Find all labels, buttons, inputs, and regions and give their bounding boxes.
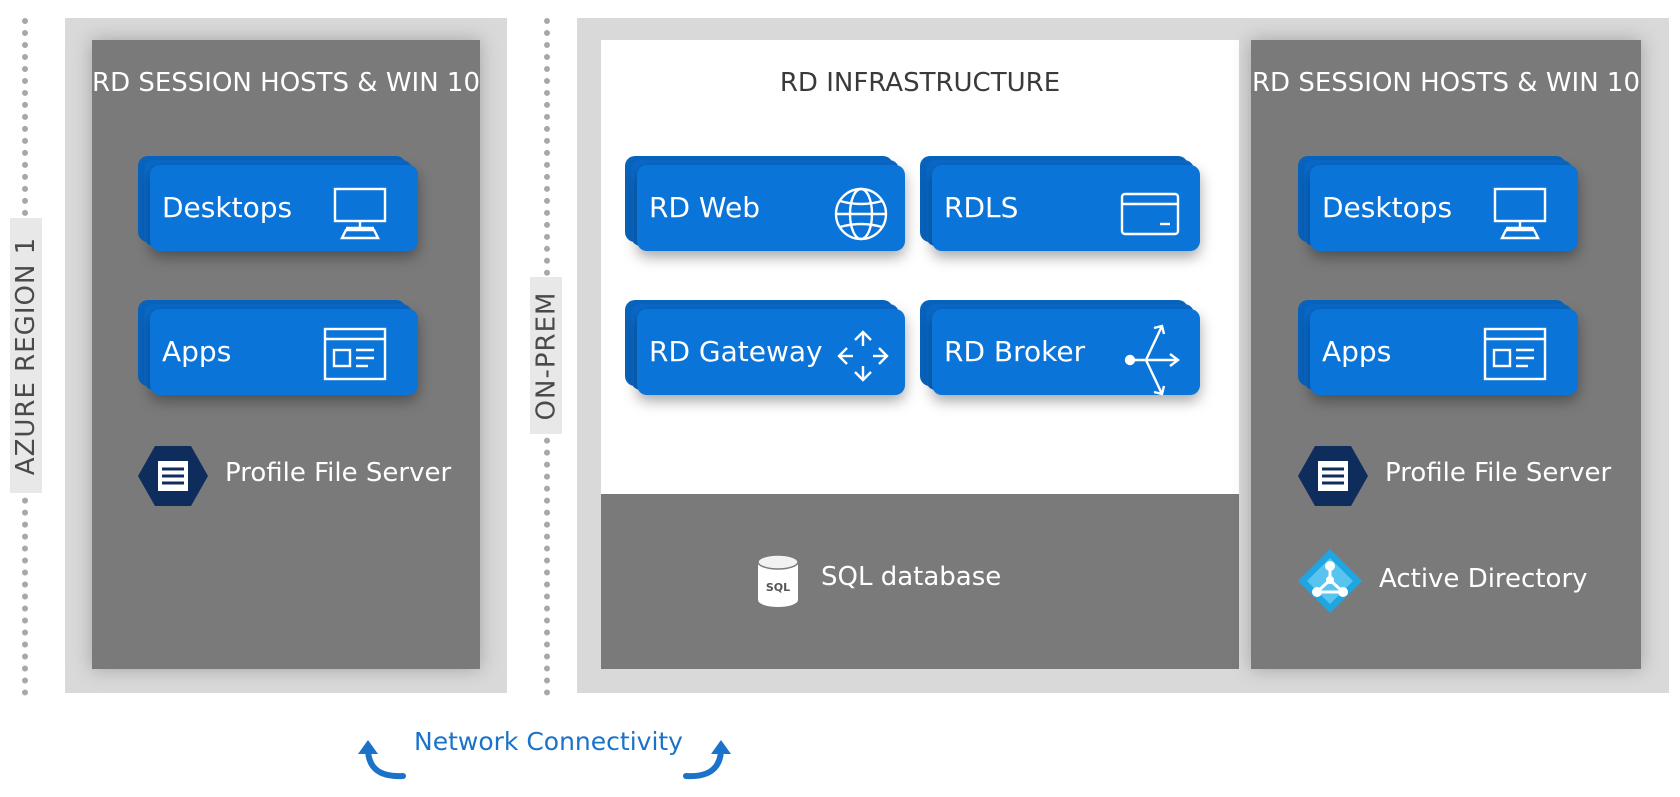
active-directory-icon — [1298, 549, 1362, 613]
azure-session-hosts-panel: RD SESSION HOSTS & WIN 10 Desktops Apps … — [92, 40, 480, 669]
move-arrows-icon — [837, 330, 889, 382]
panel-title: RD SESSION HOSTS & WIN 10 — [1251, 68, 1641, 98]
sql-database-area: SQL SQL database — [601, 494, 1239, 669]
tile-label: Desktops — [1322, 191, 1453, 224]
globe-icon — [834, 187, 888, 241]
profile-file-server-label: Profile File Server — [225, 458, 452, 488]
sql-database-label: SQL database — [821, 562, 1002, 592]
on-prem-label: ON-PREM — [530, 277, 562, 434]
svg-text:SQL: SQL — [766, 581, 790, 594]
active-directory-label: Active Directory — [1379, 564, 1588, 594]
network-connectivity-label: Network Connectivity — [414, 727, 683, 756]
panel-title: RD INFRASTRUCTURE — [779, 68, 1061, 98]
monitor-icon — [1493, 187, 1547, 240]
rd-broker-tile[interactable]: RD Broker — [920, 300, 1200, 396]
tile-label: RD Web — [649, 191, 760, 224]
azure-region-label: AZURE REGION 1 — [10, 218, 42, 493]
tile-label: RD Gateway — [649, 335, 823, 368]
sql-database-icon: SQL — [757, 554, 799, 607]
profile-file-server-label: Profile File Server — [1385, 458, 1612, 488]
monitor-icon — [333, 187, 387, 240]
desktops-tile[interactable]: Desktops — [138, 156, 418, 252]
panel-title: RD SESSION HOSTS & WIN 10 — [92, 68, 481, 98]
rdls-tile[interactable]: RDLS — [920, 156, 1200, 252]
desktops-tile[interactable]: Desktops — [1298, 156, 1578, 252]
rd-gateway-tile[interactable]: RD Gateway — [625, 300, 905, 396]
tile-label: RD Broker — [944, 335, 1086, 368]
apps-tile[interactable]: Apps — [1298, 300, 1578, 396]
tile-label: Apps — [162, 335, 232, 368]
apps-tile[interactable]: Apps — [138, 300, 418, 396]
tile-label: Apps — [1322, 335, 1392, 368]
curved-arrow-icon — [358, 740, 406, 780]
broker-arrows-icon — [1124, 324, 1180, 396]
app-window-icon — [323, 327, 387, 381]
file-server-icon — [138, 446, 208, 506]
file-server-icon — [1298, 446, 1368, 506]
onprem-session-hosts-panel: RD SESSION HOSTS & WIN 10 Desktops Apps … — [1251, 40, 1641, 669]
rd-web-tile[interactable]: RD Web — [625, 156, 905, 252]
tile-label: Desktops — [162, 191, 293, 224]
curved-arrow-icon — [683, 740, 731, 780]
rd-infrastructure-panel: RD INFRASTRUCTURE RD Web RDLS RD Gateway… — [601, 40, 1239, 494]
card-icon — [1120, 192, 1180, 236]
tile-label: RDLS — [944, 191, 1019, 224]
app-window-icon — [1483, 327, 1547, 381]
